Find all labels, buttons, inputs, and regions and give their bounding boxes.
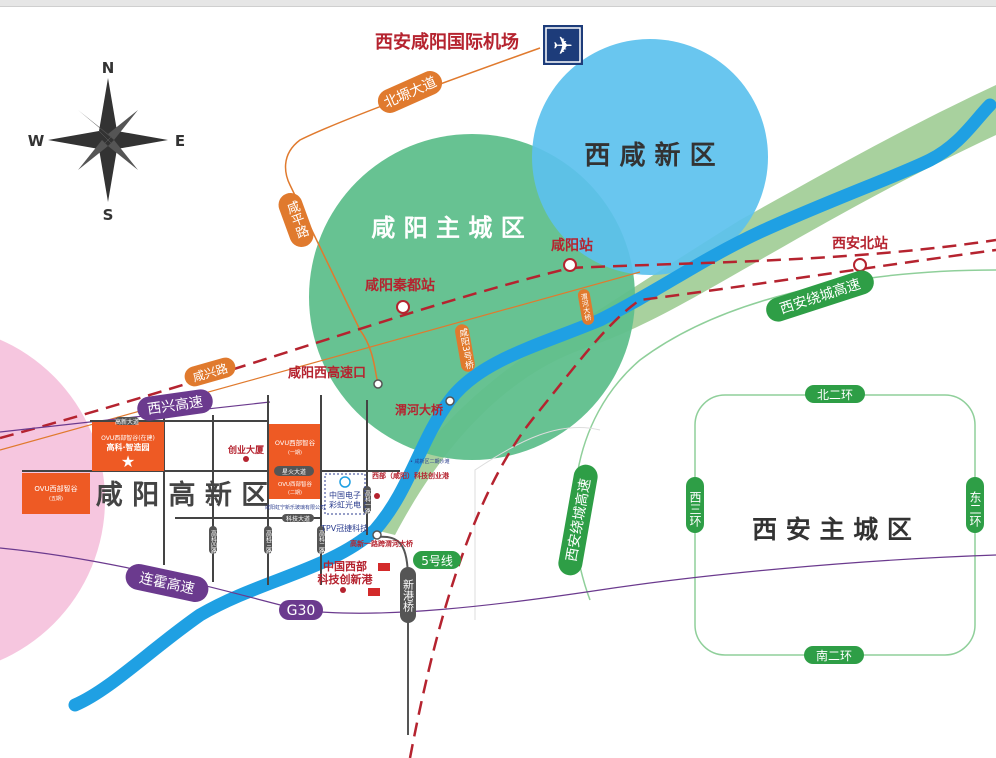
svg-text:高科三路: 高科三路 xyxy=(265,529,272,555)
svg-text:G30: G30 xyxy=(287,603,316,619)
railway-line-2 xyxy=(408,248,996,758)
xianxin-note: • 咸新区二期沙滩 xyxy=(410,458,450,465)
svg-text:✈: ✈ xyxy=(553,32,573,60)
project-title: OVU西部智谷 xyxy=(275,438,316,447)
svg-text:东二环: 东二环 xyxy=(968,491,982,527)
road-label-xianping: 咸平路 xyxy=(278,192,314,248)
district-hightech: 咸 阳 高 新 区 xyxy=(96,479,269,511)
airport-label: 西安咸阳国际机场 xyxy=(375,31,519,53)
map-point xyxy=(374,493,380,499)
station-xian-north: 西安北站 xyxy=(832,235,888,252)
compass-east: E xyxy=(175,132,185,150)
xibu-kechuang: 西部（咸阳）科技创业港 xyxy=(372,471,450,480)
road-label-gaoke4: 高科四路 xyxy=(209,526,217,555)
project-block-phase5 xyxy=(22,473,90,514)
xixian-circle xyxy=(532,39,768,275)
project-sub: (二期) xyxy=(288,490,302,496)
bridge-weihe: 渭河大桥 xyxy=(395,402,444,417)
map-point xyxy=(373,379,383,389)
map-point xyxy=(243,456,249,462)
compass-north: N xyxy=(102,59,115,77)
svg-text:西三环: 西三环 xyxy=(688,491,702,527)
tpv-label: TPV冠捷科技 xyxy=(320,523,368,533)
train-station-icon xyxy=(563,258,577,272)
road-label-gaoke1: 高科一路 xyxy=(363,486,371,515)
xianyang-west-exit: 咸阳西高速口 xyxy=(288,365,366,381)
building-icon xyxy=(368,588,380,596)
road-label-line5: 5号线 xyxy=(413,551,461,569)
road-label-xinghuo: 星火大道 xyxy=(274,466,314,476)
star-icon: ★ xyxy=(121,452,135,471)
bridge-gaoxin: 高新一路跨渭河大桥 xyxy=(350,539,414,548)
road-label-gaoxin: 高新大道 xyxy=(115,417,139,426)
svg-text:新港桥: 新港桥 xyxy=(402,578,415,613)
compass-west: W xyxy=(28,132,45,150)
project-sub: (一期) xyxy=(288,450,302,456)
bridge-label-weihe2: 渭河大桥 xyxy=(577,289,595,325)
svg-text:北二环: 北二环 xyxy=(817,388,853,402)
svg-text:南二环: 南二环 xyxy=(816,648,852,663)
top-border xyxy=(0,0,996,7)
kechuang-port-label: 中国西部科技创新港 xyxy=(318,559,374,586)
beiyuan-avenue-road xyxy=(284,47,541,384)
road-label-south2: 南二环 xyxy=(804,646,864,664)
project-sub: (五期) xyxy=(49,496,63,502)
road-label-gaoke3: 高科三路 xyxy=(264,526,272,555)
project-block-building xyxy=(92,422,164,471)
minor-road xyxy=(474,426,601,620)
svg-text:高科四路: 高科四路 xyxy=(210,529,217,555)
station-xianyang: 咸阳站 xyxy=(551,237,593,254)
road-label-north2: 北二环 xyxy=(805,385,865,403)
svg-text:高科二路: 高科二路 xyxy=(318,529,325,555)
road-label-xixing: 西兴高速 xyxy=(137,389,213,421)
road-label-gaoke2: 高科二路 xyxy=(317,526,325,555)
building-icon xyxy=(378,563,390,571)
project-title: OVU西部智谷(在建) xyxy=(101,434,155,442)
road-label-west3: 西三环 xyxy=(686,477,704,533)
bridge-label-xianyang3: 咸阳3号桥 xyxy=(455,324,475,372)
project-block-phase1 xyxy=(269,424,320,471)
cec-logo-icon xyxy=(339,476,351,488)
weihe-river xyxy=(68,98,996,712)
road-label-xingang: 新港桥 xyxy=(400,567,416,623)
road-label-ring-exp-east: 西安绕城高速 xyxy=(558,464,598,576)
road-label-east2: 东二环 xyxy=(966,477,984,533)
map-point xyxy=(445,396,455,406)
chuangye-building: 创业大厦 xyxy=(227,444,265,456)
hongning-label: 咸阳虹宁新乐玻璃有限公司 xyxy=(265,504,325,511)
district-xixian: 西 咸 新 区 xyxy=(584,140,715,171)
compass-rose-icon xyxy=(48,78,168,202)
map-point xyxy=(372,530,382,540)
road-label-g30: G30 xyxy=(279,600,323,620)
map-point xyxy=(340,587,346,593)
svg-text:高科一路: 高科一路 xyxy=(364,489,371,515)
station-qindu: 咸阳秦都站 xyxy=(365,277,435,294)
compass-south: S xyxy=(103,206,114,224)
svg-text:科技大道: 科技大道 xyxy=(286,515,310,523)
svg-text:高新大道: 高新大道 xyxy=(115,418,139,426)
road-label-lianhuo: 连霍高速 xyxy=(125,563,209,603)
project-sub: 高科·智造园 xyxy=(106,442,149,452)
district-xianyang-main: 咸 阳 主 城 区 xyxy=(371,214,524,242)
project-title: OVU西部智谷 xyxy=(34,484,77,493)
road-label-keji: 科技大道 xyxy=(282,514,314,523)
svg-text:5号线: 5号线 xyxy=(421,554,453,568)
airplane-icon: ✈ xyxy=(543,25,583,65)
caihong-logo-box xyxy=(324,473,366,515)
train-station-icon xyxy=(396,300,410,314)
train-station-icon xyxy=(853,258,867,272)
road-label-beiyuan: 北塬大道 xyxy=(377,71,443,113)
caihong-label: 中国电子彩虹光电 xyxy=(329,490,361,510)
road-label-xianxing: 咸兴路 xyxy=(184,357,236,387)
district-xian-main: 西 安 主 城 区 xyxy=(752,515,912,544)
svg-text:星火大道: 星火大道 xyxy=(282,468,306,476)
project-title: OVU西部智谷 xyxy=(278,480,313,488)
